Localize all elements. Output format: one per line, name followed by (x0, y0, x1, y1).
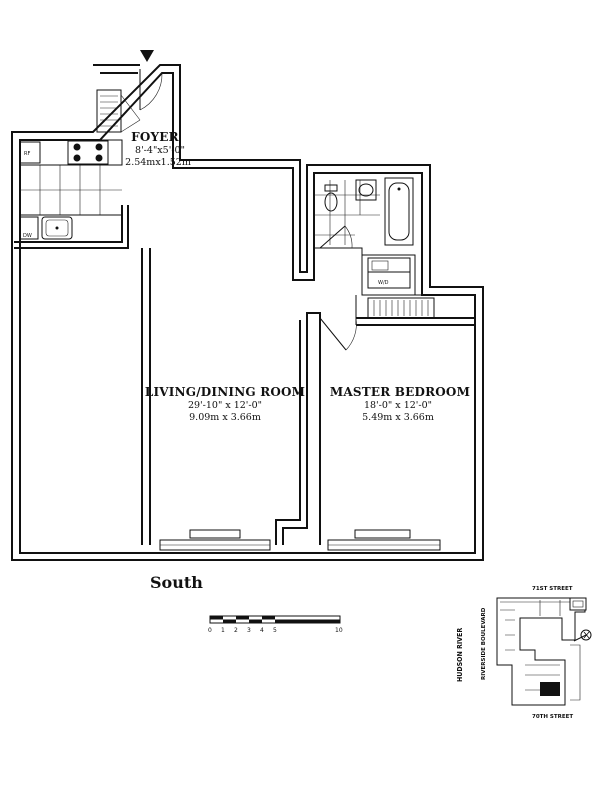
bedroom-dim-metric: 5.49m x 3.66m (362, 412, 434, 423)
living-dim-imperial: 29'-10" x 12'-0" (188, 400, 262, 411)
south-street-label: 70TH STREET (532, 714, 573, 720)
bathtub-icon (384, 177, 414, 246)
scale-tick-1: 1 (221, 627, 225, 634)
river-label: HUDSON RIVER (456, 628, 464, 682)
refrigerator (19, 141, 41, 164)
location-map: 71ST STREET 70TH STREET HUDSON RIVER RIV… (456, 586, 592, 720)
bedroom-dim-imperial: 18'-0" x 12'-0" (364, 400, 432, 411)
living-label: LIVING/DINING ROOM 29'-10" x 12'-0" 9.09… (145, 385, 305, 423)
orientation-label: South (150, 573, 203, 592)
interior-walls (14, 205, 475, 545)
kitchen-tile-grid (20, 164, 122, 216)
scale-tick-5: 5 (273, 627, 277, 634)
entry-door (139, 69, 163, 111)
scale-tick-3: 3 (247, 627, 251, 634)
scale-tick-2: 2 (234, 627, 238, 634)
refrigerator-label: RF (24, 151, 30, 157)
bathroom (314, 177, 414, 249)
kitchen-sink-icon (41, 216, 73, 240)
laundry-closet: W/D (367, 257, 411, 289)
washer-dryer-label: W/D (378, 280, 389, 286)
bedroom-label: MASTER BEDROOM 18'-0" x 12'-0" 5.49m x 3… (330, 385, 470, 423)
exterior-walls (11, 64, 484, 561)
bedroom-door (319, 317, 357, 351)
unit-location-marker (540, 682, 560, 696)
building-block (496, 597, 587, 706)
bath-sink-icon (355, 179, 377, 201)
entry-arrow-icon (140, 50, 154, 62)
living-name: LIVING/DINING ROOM (145, 385, 305, 399)
dishwasher-label: DW (23, 233, 32, 239)
foyer-label: FOYER 8'-4"x5'-0" 2.54mx1.52m (125, 130, 191, 168)
scale-tick-4: 4 (260, 627, 264, 634)
foyer-dim-metric: 2.54mx1.52m (125, 157, 191, 168)
scale-tick-10: 10 (335, 627, 343, 634)
foyer-dim-imperial: 8'-4"x5'-0" (135, 145, 185, 156)
bath-tile-grid (314, 180, 380, 245)
living-dim-metric: 9.09m x 3.66m (189, 412, 261, 423)
stove-icon (67, 140, 109, 165)
foyer-closet (96, 89, 141, 133)
north-arrow-icon (573, 629, 592, 642)
bedroom-name: MASTER BEDROOM (330, 385, 470, 399)
toilet-icon (324, 184, 338, 212)
dishwasher (19, 216, 39, 240)
foyer-name: FOYER (131, 130, 179, 144)
south-windows (159, 529, 441, 551)
kitchen: RF DW (19, 139, 123, 243)
boulevard-label: RIVERSIDE BOULEVARD (481, 607, 487, 680)
bedroom-closet (367, 297, 435, 319)
scale-tick-0: 0 (208, 627, 212, 634)
scale-bar: 0 1 2 3 4 5 10 (208, 615, 343, 634)
north-street-label: 71ST STREET (532, 586, 573, 592)
